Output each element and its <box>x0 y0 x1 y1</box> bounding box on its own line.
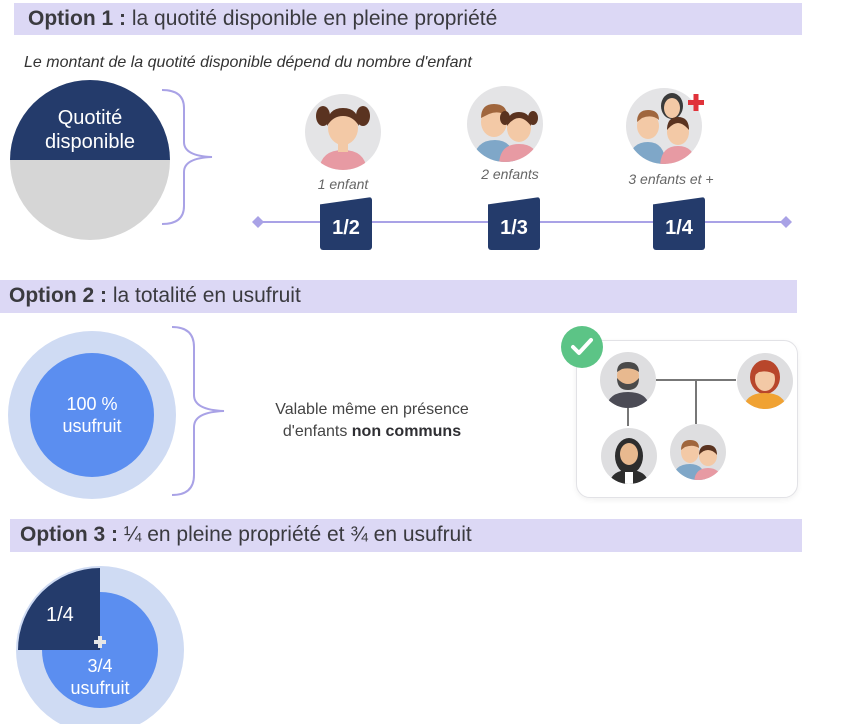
pie-bottom-half <box>10 160 170 240</box>
quarter-slice <box>18 568 100 650</box>
fraction-badge-2: 1/3 <box>488 197 540 250</box>
child-caption-1: 1 enfant <box>317 176 369 192</box>
remaining-label: 3/4 usufruit <box>60 655 140 699</box>
option3-label: Option 3 : <box>20 523 118 546</box>
two-children-icon <box>467 86 543 162</box>
option2-text-line1: Valable même en présence <box>275 401 469 418</box>
option2-title: la totalité en usufruit <box>112 284 301 307</box>
child-girl-icon <box>305 94 381 170</box>
family-tree-lines <box>627 379 736 426</box>
timeline-start-diamond <box>252 216 264 228</box>
child-caption-3: 3 enfants et + <box>628 171 714 187</box>
option1-subtitle: Le montant de la quotité disponible dépe… <box>24 54 472 71</box>
pie-label: Quotité disponible <box>10 106 170 154</box>
pie-label-line1: Quotité <box>57 107 123 129</box>
option1-title: la quotité disponible en pleine propriét… <box>131 7 498 30</box>
pie-label-line2: disponible <box>44 131 136 153</box>
three-children-icon <box>626 88 704 164</box>
remaining-line2: usufruit <box>70 678 130 698</box>
option1-header: Option 1 : la quotité disponible en plei… <box>14 3 802 35</box>
option2-text-line2: d'enfants non communs <box>232 421 512 443</box>
fraction-badge-3: 1/4 <box>653 197 705 250</box>
option2-text-bold: non communs <box>351 423 462 440</box>
other-parent-icon <box>601 428 657 484</box>
brace-option1 <box>161 89 213 225</box>
option1-label: Option 1 : <box>28 7 126 30</box>
check-icon <box>561 326 603 368</box>
children-icon <box>670 424 726 480</box>
timeline-end-diamond <box>780 216 792 228</box>
child-caption-2: 2 enfants <box>481 166 539 182</box>
usufruit-line2: usufruit <box>62 416 122 436</box>
option3-header: Option 3 : ¼ en pleine propriété et ¾ en… <box>10 519 802 552</box>
quarter-label: 1/4 <box>46 604 74 626</box>
remaining-line1: 3/4 <box>87 656 113 676</box>
option2-text-prefix: d'enfants <box>282 423 352 440</box>
usufruit-line1: 100 % <box>66 394 118 414</box>
usufruit-circle <box>8 331 176 499</box>
option2-header: Option 2 : la totalité en usufruit <box>0 280 797 313</box>
father-icon <box>600 352 656 408</box>
option2-label: Option 2 : <box>9 284 107 307</box>
brace-option2 <box>171 326 225 496</box>
fraction-badge-1: 1/2 <box>320 197 372 250</box>
usufruit-circle-label: 100 % usufruit <box>8 393 176 437</box>
pie-top-half <box>10 80 170 160</box>
mother-icon <box>737 353 793 409</box>
option3-title: ¼ en pleine propriété et ¾ en usufruit <box>123 523 472 546</box>
quotite-pie <box>10 80 170 240</box>
quarter-circle-chart <box>16 566 184 724</box>
option2-description: Valable même en présence d'enfants non c… <box>232 399 512 443</box>
